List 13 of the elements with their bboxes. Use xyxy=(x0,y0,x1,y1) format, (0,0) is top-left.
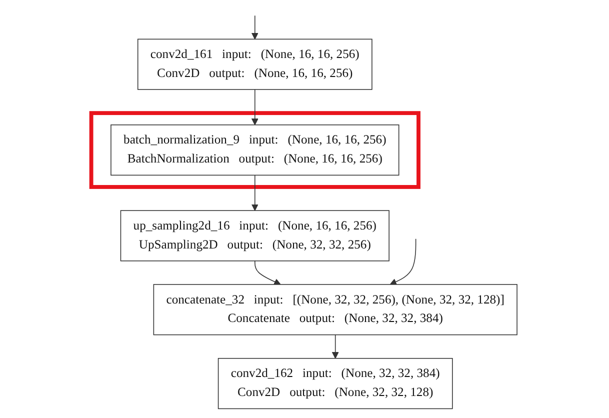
node-box xyxy=(120,210,390,262)
model-diagram: conv2d_161 input: (None, 16, 16, 256) Conv2D output: (None, 16, 16, 256) batch_normalization_9 input: (None, 16, 16, 256) BatchNormalization output: (None, 16, 16, 256) up_sampling2d_16 input: (None, 16, 16, 256) UpSampling2D output: (None, 32, 32, 256) concatenate_32 input: [(None, 32, 32, 256), (None, 32, 32, 128)] Concatenate output: (None, 32, 32, 384) conv2d_162 input: (None, 32, 32, 384) Conv2D output: (None, 32, 32, 128) xyxy=(85,3,524,415)
arrow xyxy=(252,15,259,40)
node-box xyxy=(154,284,518,336)
node-box xyxy=(110,124,400,176)
node-box xyxy=(218,358,454,410)
cluster xyxy=(90,111,421,189)
arrow xyxy=(390,238,417,286)
node-box xyxy=(138,38,373,90)
arrow xyxy=(252,174,259,211)
arrow xyxy=(254,260,282,286)
arrow xyxy=(252,89,259,126)
arrow xyxy=(332,334,340,359)
